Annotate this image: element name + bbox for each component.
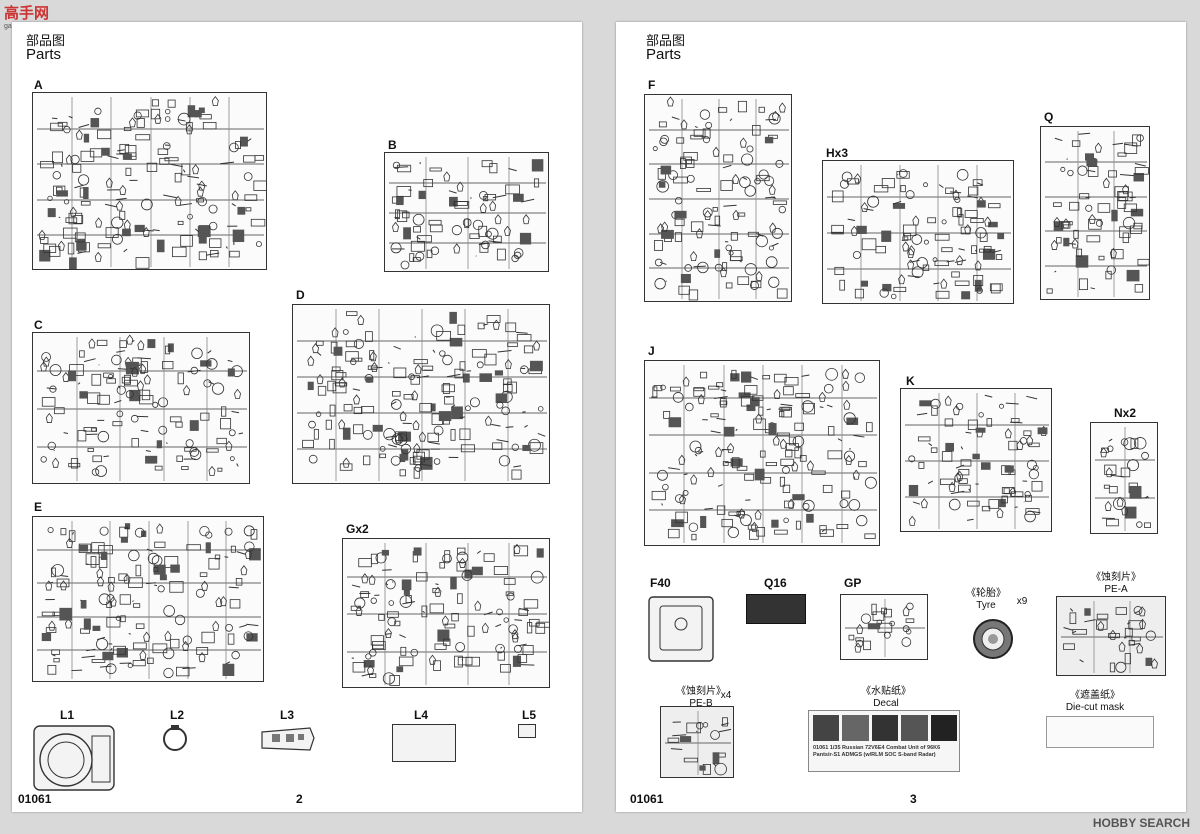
pe-a-label: 《蚀刻片》 PE-A	[1076, 572, 1156, 596]
kit-number: 01061	[630, 792, 664, 806]
part-label-q16: Q16	[764, 576, 787, 590]
part-label-l3: L3	[280, 708, 295, 722]
decal-label-en: Decal	[873, 698, 899, 709]
sprue-label-a: A	[34, 78, 43, 92]
sprue-d	[292, 304, 550, 484]
decal-sheet: 01061 1/35 Russian 72V6E4 Combat Unit of…	[808, 710, 960, 772]
sprue-b	[384, 152, 549, 272]
part-label-l1: L1	[60, 708, 75, 722]
sprue-e	[32, 516, 264, 682]
photo-etch-pe-b	[660, 706, 734, 778]
pe-b-label: 《蚀刻片》 PE-B	[666, 686, 736, 710]
decal-marking	[901, 715, 928, 741]
part-l3	[258, 724, 318, 754]
sprue-label-d: D	[296, 288, 305, 302]
pe-a-label-en: PE-A	[1104, 584, 1128, 595]
sprue-label-c: C	[34, 318, 43, 332]
pe-a-label-cn: 《蚀刻片》	[1091, 572, 1141, 583]
sprue-label-g: Gx2	[346, 522, 369, 536]
sprue-label-b: B	[388, 138, 397, 152]
decal-caption: 01061 1/35 Russian 72V6E4 Combat Unit of…	[813, 745, 941, 758]
mask-label-en: Die-cut mask	[1065, 702, 1125, 713]
part-l1	[32, 724, 116, 792]
decal-marking	[813, 715, 840, 741]
sprue-label-n: Nx2	[1114, 406, 1137, 420]
sprue-k	[900, 388, 1052, 532]
part-tyre	[972, 618, 1014, 660]
pe-b-label-en: PE-B	[689, 698, 713, 709]
watermark-site-name: 高手网	[4, 5, 50, 22]
page-title-en: Parts	[646, 46, 682, 63]
sprue-n	[1090, 422, 1158, 534]
part-l2	[160, 724, 190, 754]
left-page: 部品图 Parts A B C D E Gx2 L1 L2 L	[12, 22, 582, 812]
pe-b-count: x4	[720, 690, 732, 701]
sprue-j	[644, 360, 880, 546]
sprue-label-h: Hx3	[826, 146, 849, 160]
page-title-en: Parts	[26, 46, 62, 63]
sprue-f	[644, 94, 792, 302]
part-label-l4: L4	[414, 708, 429, 722]
decal-marking	[871, 715, 899, 741]
mask-label: 《遮盖纸》 Die-cut mask	[1040, 690, 1150, 714]
photo-etch-pe-a	[1056, 596, 1166, 676]
sprue-label-j: J	[648, 344, 655, 358]
part-l5	[518, 724, 536, 738]
part-label-l5: L5	[522, 708, 537, 722]
sprue-label-k: K	[906, 374, 915, 388]
tyre-count: x9	[1016, 596, 1028, 607]
sprue-q	[1040, 126, 1150, 300]
part-label-l2: L2	[170, 708, 185, 722]
sprue-g	[342, 538, 550, 688]
page-title-cn: 部品图	[26, 33, 66, 48]
tyre-label-en: Tyre	[976, 600, 996, 611]
kit-number: 01061	[18, 792, 52, 806]
page-title-cn: 部品图	[646, 33, 686, 48]
pe-b-label-cn: 《蚀刻片》	[676, 686, 726, 697]
part-l4	[392, 724, 456, 762]
hobby-search-logo: HOBBY SEARCH	[1092, 816, 1190, 830]
page-number: 2	[296, 792, 303, 806]
part-q16	[746, 594, 806, 624]
die-cut-mask-sheet	[1046, 716, 1154, 748]
sprue-a	[32, 92, 267, 270]
sprue-c	[32, 332, 250, 484]
decal-marking	[930, 715, 958, 741]
sprue-label-q: Q	[1044, 110, 1054, 124]
decal-label-cn: 《水贴纸》	[861, 686, 911, 697]
tyre-label: 《轮胎》 Tyre	[956, 588, 1016, 612]
part-f40	[646, 594, 716, 664]
decal-marking	[842, 715, 869, 741]
mask-label-cn: 《遮盖纸》	[1070, 690, 1120, 701]
sprue-gp	[840, 594, 928, 660]
sprue-h	[822, 160, 1014, 304]
right-page: 部品图 Parts F Hx3 Q J K Nx2 F40 Q16 GP	[616, 22, 1186, 812]
tyre-label-cn: 《轮胎》	[966, 588, 1006, 599]
decal-label: 《水贴纸》 Decal	[846, 686, 926, 710]
page-number: 3	[910, 792, 917, 806]
part-label-f40: F40	[650, 576, 671, 590]
sprue-label-e: E	[34, 500, 43, 514]
sprue-label-gp: GP	[844, 576, 862, 590]
sprue-label-f: F	[648, 78, 656, 92]
